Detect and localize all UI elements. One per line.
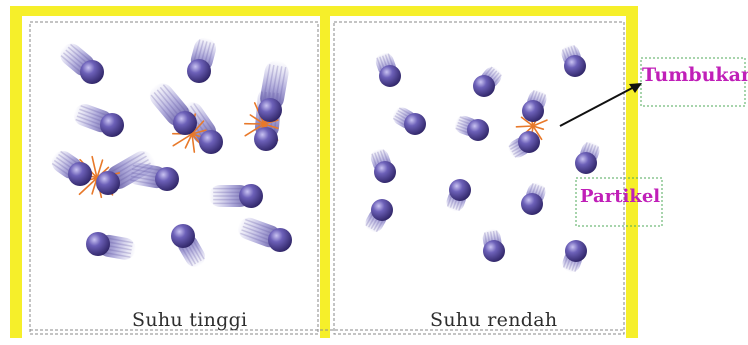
particle — [239, 184, 263, 208]
frame-right-bar — [626, 6, 638, 338]
caption-high-temperature: Suhu tinggi — [132, 309, 247, 331]
particle — [473, 75, 495, 97]
particle — [199, 130, 223, 154]
particle — [171, 224, 195, 248]
particle — [379, 65, 401, 87]
particle — [155, 167, 179, 191]
particle — [258, 98, 282, 122]
particle — [254, 127, 278, 151]
particle — [467, 119, 489, 141]
caption-low-temperature: Suhu rendah — [430, 309, 557, 331]
particle — [564, 55, 586, 77]
particle — [522, 100, 544, 122]
particle — [187, 59, 211, 83]
particle — [521, 193, 543, 215]
particle — [86, 232, 110, 256]
particle — [404, 113, 426, 135]
particle — [575, 152, 597, 174]
particle — [449, 179, 471, 201]
particle — [374, 161, 396, 183]
particle — [565, 240, 587, 262]
particle — [518, 131, 540, 153]
particle — [371, 199, 393, 221]
particle — [96, 171, 120, 195]
particle — [80, 60, 104, 84]
collision-arrow — [560, 86, 636, 126]
frame-left-bar — [10, 6, 22, 338]
collision-label: Tumbukan — [642, 64, 748, 86]
particle-label: Partikel — [580, 186, 660, 207]
frame-middle-bar — [320, 6, 330, 338]
particle — [100, 113, 124, 137]
particle — [68, 162, 92, 186]
particle — [173, 111, 197, 135]
particle — [483, 240, 505, 262]
particle — [268, 228, 292, 252]
